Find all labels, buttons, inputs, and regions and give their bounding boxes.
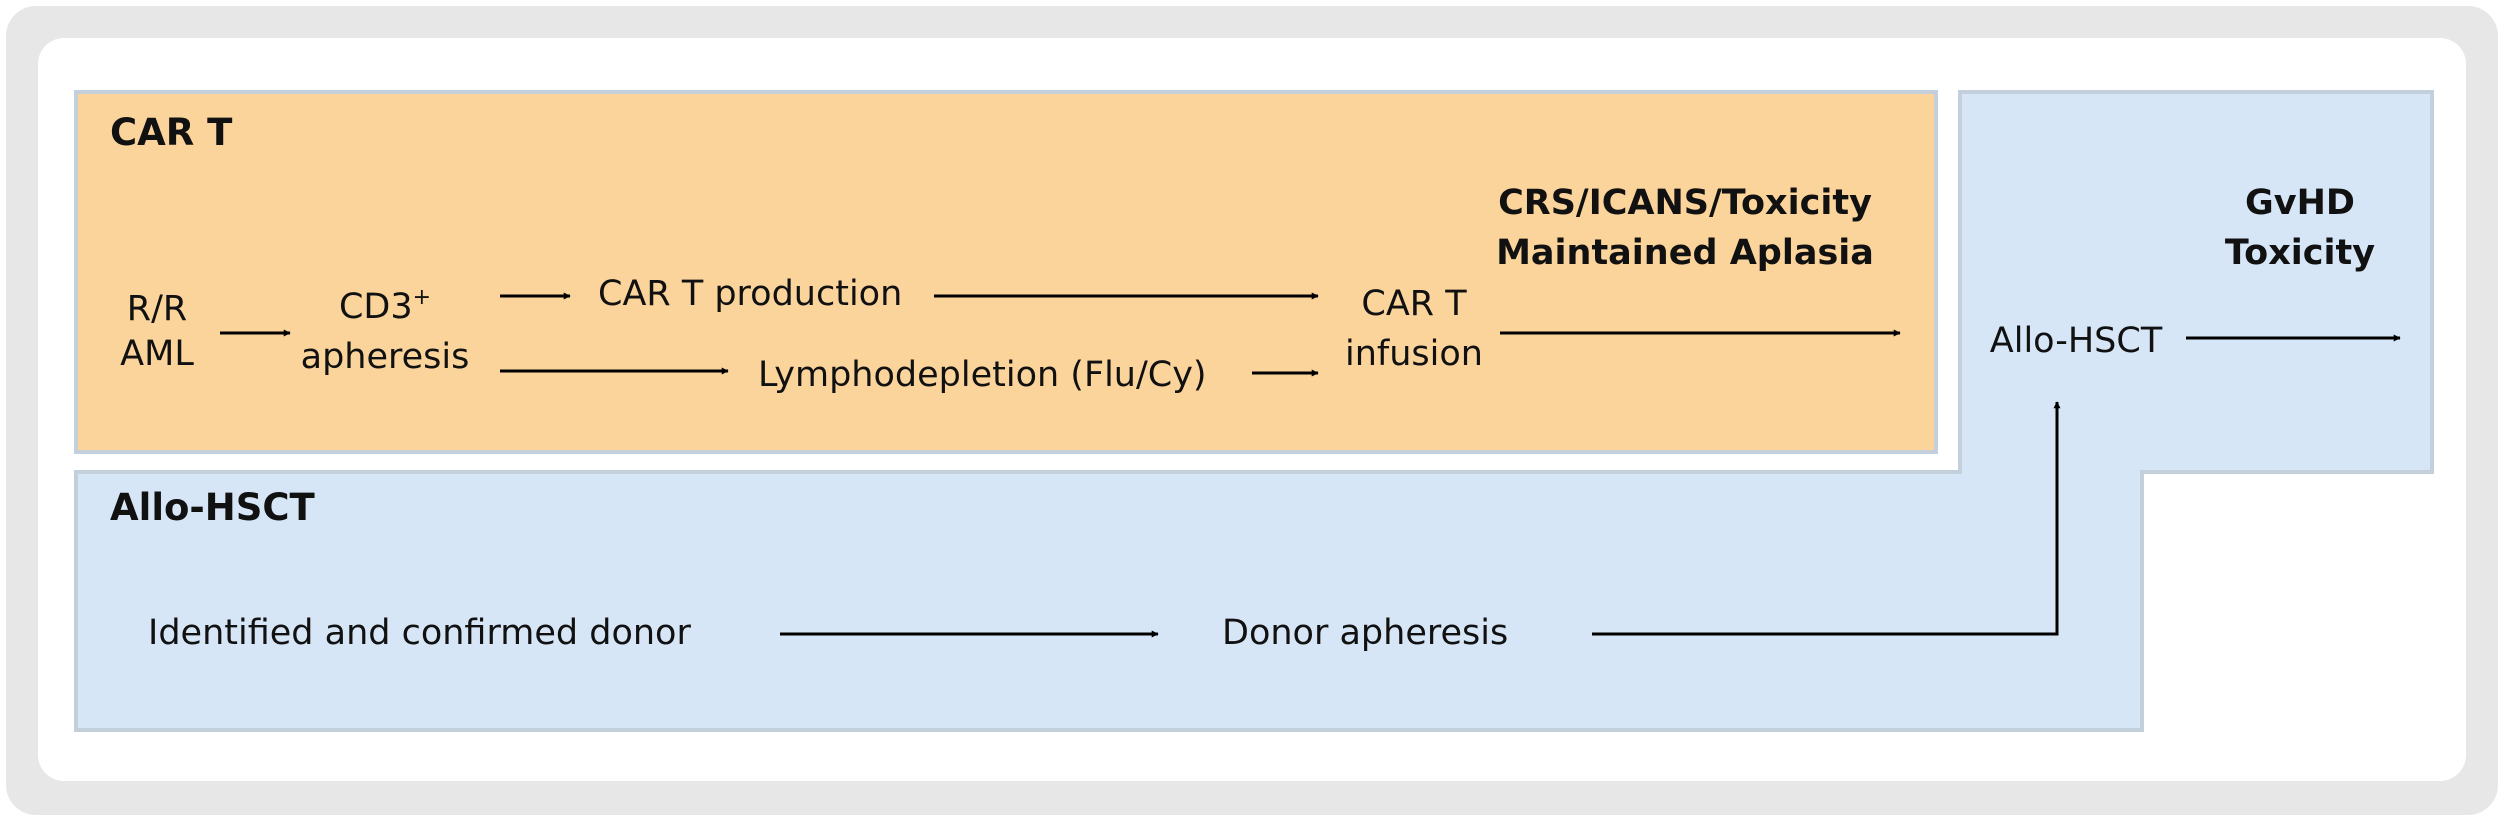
cd3-base: CD3: [339, 287, 413, 327]
cd3-apheresis-label-line2: apheresis: [301, 337, 470, 377]
rr-aml-label-line1: R/R: [127, 289, 187, 329]
car-t-region: [74, 90, 1938, 454]
arrow-donor-apheresis-to-allo-hsct: [1592, 401, 2061, 636]
cd3-apheresis-label-line1: CD3+: [339, 285, 431, 327]
gvhd-toxicity-line2: Toxicity: [2225, 233, 2375, 273]
car-t-title: CAR T: [110, 111, 233, 154]
lymphodepletion-label: Lymphodepletion (Flu/Cy): [758, 355, 1207, 395]
car-t-toxicity-line1: CRS/ICANS/Toxicity: [1498, 183, 1872, 223]
car-t-infusion-label-line1: CAR T: [1361, 284, 1467, 324]
rr-aml-label-line2: AML: [120, 334, 194, 374]
cd3-superscript: +: [413, 285, 431, 310]
allo-hsct-title: Allo-HSCT: [110, 486, 316, 529]
car-t-infusion-label-line2: infusion: [1345, 334, 1483, 374]
car-t-production-label: CAR T production: [598, 274, 902, 314]
donor-apheresis-label: Donor apheresis: [1222, 613, 1508, 653]
allo-hsct-region: [74, 90, 2434, 732]
allo-hsct-node-label: Allo-HSCT: [1990, 321, 2163, 361]
car-t-toxicity-line2: Maintained Aplasia: [1496, 233, 1874, 273]
arrows: [220, 292, 2401, 638]
gvhd-toxicity-line1: GvHD: [2245, 183, 2355, 223]
donor-label: Identified and confirmed donor: [148, 613, 691, 653]
